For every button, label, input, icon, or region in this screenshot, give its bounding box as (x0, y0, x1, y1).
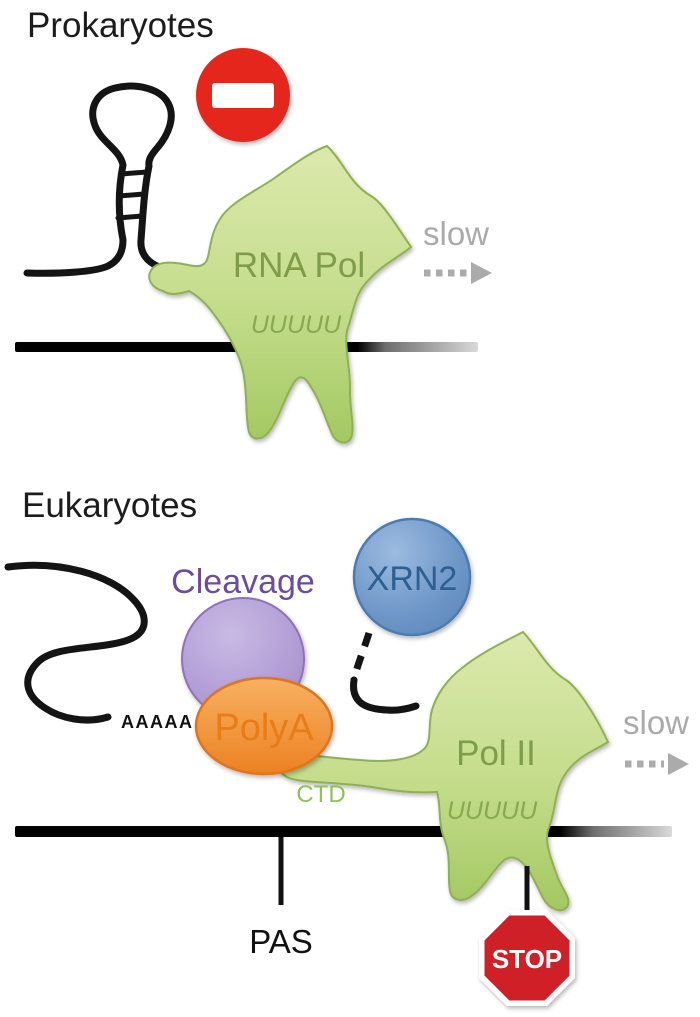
stop-sign-face (484, 915, 570, 1001)
rna-hairpin (23, 82, 200, 277)
eukaryotes-title: Eukaryotes (22, 486, 197, 525)
rna-into-polii (350, 676, 420, 714)
xrn2-circle (352, 517, 472, 637)
arrow-head (471, 262, 492, 284)
poly-u-tract-label: UUUUU (447, 797, 538, 825)
slow-label: slow (623, 704, 689, 741)
stem-rung (116, 191, 147, 199)
pol-ii-blob (277, 630, 610, 912)
pol-ii-label: Pol II (456, 734, 536, 773)
stop-label: STOP (492, 944, 562, 974)
no-entry-icon (196, 48, 290, 142)
eukaryotes-panel: Eukaryotes PAS AAAAA Cleavage XRN2 Pol I… (4, 486, 689, 1006)
rna-pol-label: RNA Pol (233, 246, 365, 285)
poly-u-tract-label: UUUUU (251, 311, 342, 339)
prokaryotes-title: Prokaryotes (27, 6, 214, 45)
slow-label: slow (423, 215, 489, 252)
ctd-label: CTD (296, 781, 345, 808)
polya-tail-label: AAAAA (121, 712, 194, 732)
polya-label: PolyA (214, 707, 314, 749)
prokaryotes-panel: Prokaryotes RNA Pol UUUUU slow (15, 6, 492, 444)
dna-line (15, 826, 672, 837)
stem-rung (118, 169, 150, 177)
polya-complex-ellipse (194, 676, 334, 776)
stem-rung (115, 213, 145, 221)
cleaved-rna-squiggle (4, 561, 148, 724)
xrn2-label: XRN2 (367, 560, 458, 598)
pas-label: PAS (249, 923, 313, 960)
cleavage-label: Cleavage (171, 563, 315, 601)
degraded-rna-dashed (350, 631, 373, 681)
slow-arrow-icon (625, 753, 689, 775)
slow-arrow-icon (424, 262, 492, 284)
rna-polymerase-blob (148, 144, 413, 444)
hairpin-stem-rungs (115, 169, 150, 221)
arrow-head (668, 753, 689, 775)
stop-sign-icon: STOP (479, 910, 575, 1006)
no-entry-bar (212, 83, 274, 108)
